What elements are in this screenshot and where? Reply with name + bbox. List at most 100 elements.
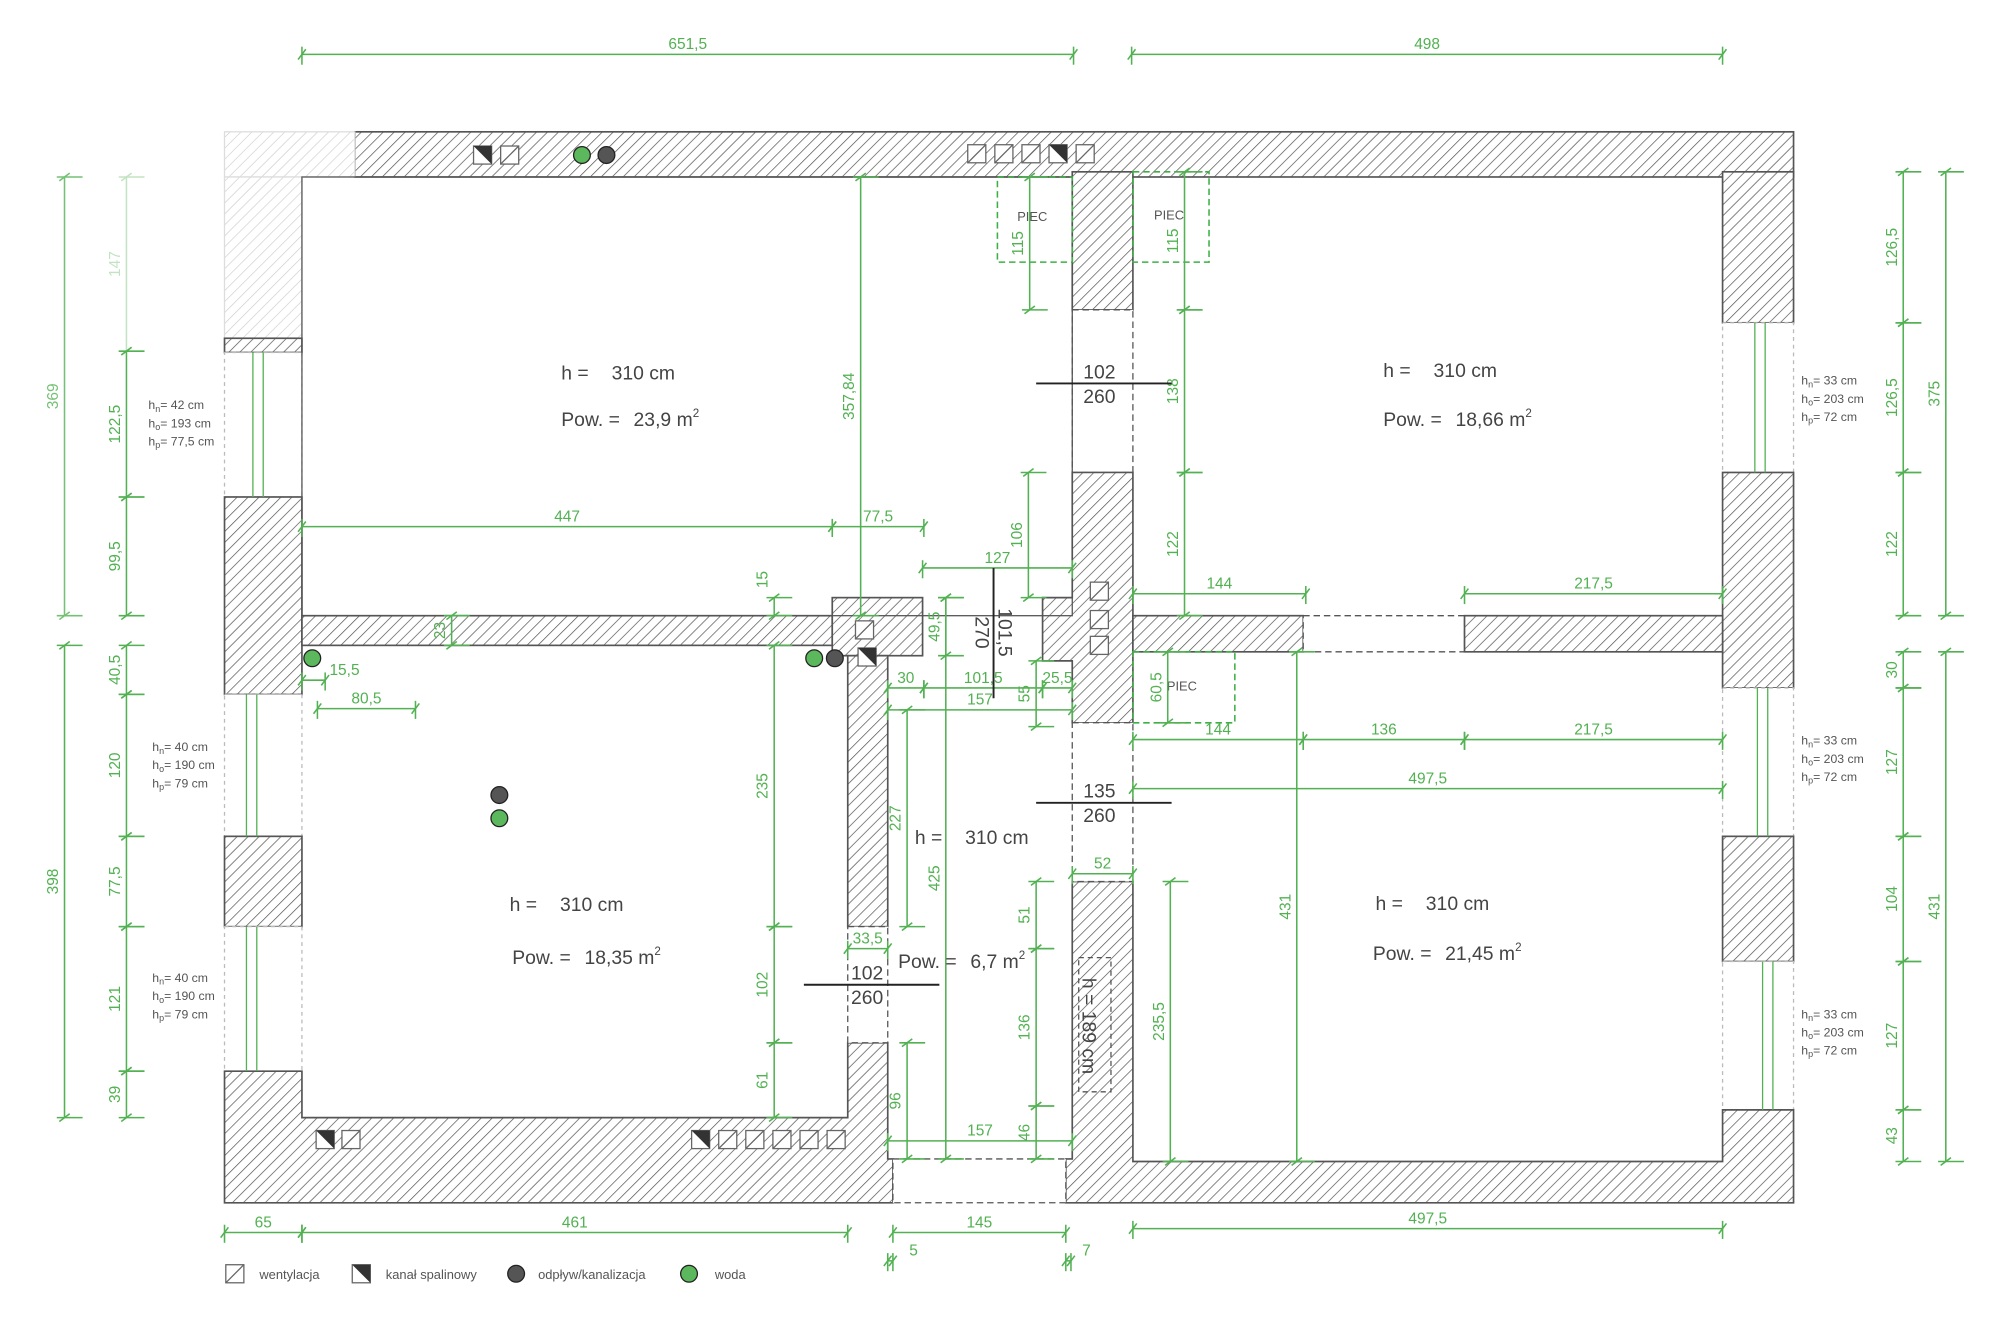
dimension-horizontal: 144: [1128, 576, 1311, 605]
dimension-label: 23: [432, 622, 449, 639]
ventilation-icon: [341, 1129, 361, 1150]
dimension-vertical: 431: [1277, 647, 1315, 1166]
legend-item: kanał spalinowy: [351, 1264, 477, 1284]
dimension-label: 235,5: [1151, 1002, 1168, 1041]
dimension-label: 217,5: [1574, 576, 1613, 593]
note-symbol: h: [1801, 734, 1808, 748]
dimension-label: 369: [45, 383, 62, 409]
room-height-label: h =: [1383, 360, 1410, 382]
window-note-line: ho= 190 cm: [152, 989, 215, 1005]
dimension-vertical: 235,5: [1151, 877, 1189, 1166]
dimension-label: 30: [897, 670, 914, 687]
wall-bottom-left: [223, 1041, 894, 1204]
dimension-label: 30: [1884, 661, 1901, 678]
dimension-vertical: 375: [1926, 167, 1964, 621]
wall-middle-chimney: [1041, 471, 1134, 724]
window-note-line: hn= 33 cm: [1801, 734, 1857, 750]
dimension-horizontal: 7: [1061, 1243, 1091, 1272]
room-area-value: 21,45 m2: [1445, 941, 1521, 965]
note-value: = 33 cm: [1813, 734, 1857, 748]
room-area-value: 18,35 m2: [585, 945, 661, 969]
note-value: = 72 cm: [1813, 410, 1857, 424]
dimension-vertical: 104: [1884, 831, 1922, 966]
dimension-label: 144: [1206, 576, 1232, 593]
note-symbol: h: [148, 398, 155, 412]
room-area-value: 23,9 m2: [634, 407, 700, 431]
dimension-label: 398: [45, 869, 62, 895]
window-note-line: hn= 42 cm: [148, 398, 204, 414]
wall-right: [1721, 835, 1795, 963]
dimension-label: 104: [1884, 886, 1901, 912]
dimension-label: 126,5: [1884, 228, 1901, 267]
door-width: 102: [1083, 361, 1115, 383]
note-symbol: h: [1801, 1007, 1808, 1021]
window-note-line: hn= 40 cm: [152, 740, 208, 756]
dimension-horizontal: 33,5: [843, 930, 893, 959]
room-area-unit-sup: 2: [1525, 407, 1531, 420]
room-area-number: 18,66 m: [1455, 409, 1525, 431]
room-area-number: 6,7 m: [970, 951, 1018, 973]
dimension-vertical: 126,5: [1884, 318, 1922, 477]
window-note-line: hn= 33 cm: [1801, 1007, 1857, 1023]
dimension-horizontal: 15,5: [297, 662, 360, 691]
room-area-value: 18,66 m2: [1455, 407, 1531, 431]
room-area-number: 18,35 m: [585, 947, 655, 969]
room-height-label: h =: [561, 363, 588, 385]
ventilation-icon: [854, 620, 875, 640]
dimension-label: 147: [107, 251, 124, 277]
dimension-label: 120: [107, 752, 124, 778]
dimension-label: 46: [1017, 1124, 1034, 1141]
door-height: 260: [1083, 805, 1115, 827]
dimension-label: 375: [1926, 381, 1943, 407]
dimension-vertical: 120: [107, 689, 145, 841]
water-icon: [303, 649, 322, 668]
window-note-line: hp= 72 cm: [1801, 770, 1857, 786]
window-left-2: [223, 693, 303, 837]
dimension-label: 145: [966, 1214, 992, 1231]
dimension-vertical: 357,84: [841, 172, 879, 621]
ventilation-icon: [772, 1129, 792, 1150]
dimension-vertical: 51: [1017, 877, 1055, 954]
note-subscript: n: [155, 404, 160, 414]
note-symbol: h: [1801, 410, 1808, 424]
dimension-horizontal: 30: [883, 670, 929, 699]
ventilation-icon: [1089, 609, 1110, 630]
room-height-value: 310 cm: [560, 894, 623, 916]
dimension-label: 126,5: [1884, 378, 1901, 417]
dimension-horizontal: 157: [883, 1123, 1077, 1152]
wall-left-pier: [223, 496, 303, 696]
window-left-3: [223, 926, 303, 1072]
ventilation-icon: [826, 1129, 846, 1150]
dimension-vertical: 60,5: [1148, 647, 1186, 728]
dimension-vertical: 77,5: [107, 831, 145, 932]
dimension-vertical: 61: [755, 1038, 793, 1123]
dimension-label: 235: [755, 773, 772, 799]
doorway-top-right: [1071, 309, 1134, 474]
dimension-vertical: 121: [107, 922, 145, 1076]
dimension-label: 122: [1165, 531, 1182, 557]
window-note-line: ho= 203 cm: [1801, 392, 1864, 408]
room-area-label: Pow. =: [898, 951, 957, 973]
dimension-label: 461: [562, 1214, 588, 1231]
dimension-vertical: 15: [755, 571, 793, 621]
note-symbol: h: [152, 758, 159, 772]
legend-item: odpływ/kanalizacja: [507, 1264, 646, 1283]
dimension-label: 43: [1884, 1127, 1901, 1144]
dimension-label: 498: [1414, 36, 1440, 53]
corridor-exit: [892, 1158, 1067, 1204]
dimension-label: 127: [985, 550, 1011, 567]
dimension-vertical: 39: [107, 1066, 145, 1123]
note-symbol: h: [152, 1007, 159, 1021]
note-subscript: o: [1808, 397, 1813, 407]
window-note-line: hp= 77,5 cm: [148, 434, 214, 450]
wall-right: [1721, 471, 1795, 689]
room-area-label: Pow. =: [512, 947, 571, 969]
